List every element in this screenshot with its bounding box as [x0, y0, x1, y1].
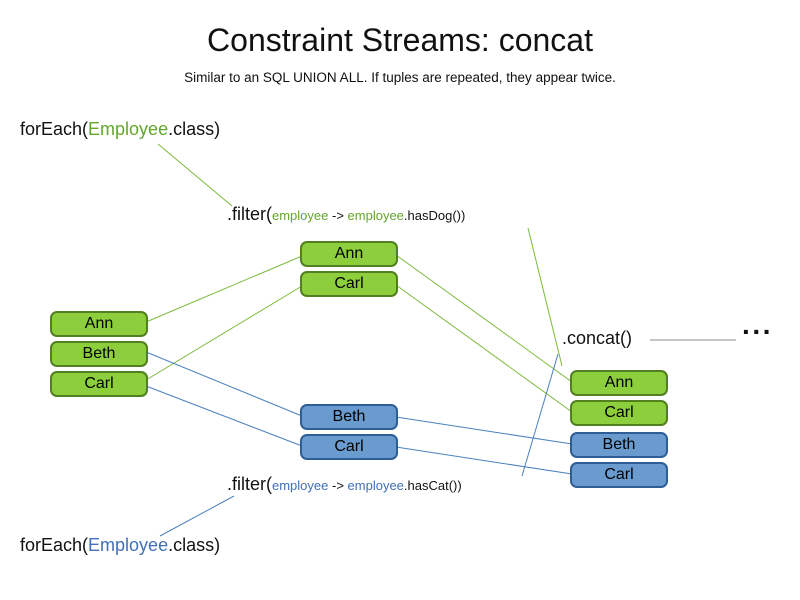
line-beth-to-cat-beth: [145, 351, 303, 417]
line-dog-carl-to-result: [395, 284, 573, 413]
result-box-carl-green: Carl: [570, 400, 668, 426]
dog-box-ann: Ann: [300, 241, 398, 267]
filter-dog-method: .filter(: [227, 204, 272, 224]
foreach-blue-suffix: .class): [168, 535, 221, 555]
foreach-green-label: forEach(Employee.class): [20, 119, 220, 140]
line-filter-dog-to-concat: [527, 227, 563, 367]
result-box-carl-blue: Carl: [570, 462, 668, 488]
filter-cat-rest: .hasCat()): [403, 478, 462, 493]
result-box-ann: Ann: [570, 370, 668, 396]
filter-cat-param2: employee: [347, 478, 404, 493]
filter-hasdog-label: .filter(employee -> employee.hasDog()): [227, 204, 465, 225]
cat-box-carl: Carl: [300, 434, 398, 460]
line-carl-to-cat-carl: [145, 385, 303, 447]
continuation-ellipsis: ···: [742, 316, 773, 347]
line-foreach-blue-to-filter-cat: [159, 495, 235, 537]
filter-cat-param: employee: [272, 478, 329, 493]
foreach-blue-label: forEach(Employee.class): [20, 535, 220, 556]
concat-label: .concat(): [562, 328, 633, 348]
line-carl-to-dog-carl: [145, 285, 303, 381]
line-dog-ann-to-result: [395, 254, 573, 383]
page-subtitle: Similar to an SQL UNION ALL. If tuples a…: [184, 70, 616, 85]
source-box-beth: Beth: [50, 341, 148, 367]
source-box-ann: Ann: [50, 311, 148, 337]
source-box-carl: Carl: [50, 371, 148, 397]
result-box-beth: Beth: [570, 432, 668, 458]
filter-cat-arrow: ->: [328, 478, 348, 493]
foreach-green-suffix: .class): [168, 119, 221, 139]
filter-dog-rest: .hasDog()): [403, 208, 466, 223]
filter-dog-param: employee: [272, 208, 329, 223]
filter-dog-arrow: ->: [328, 208, 348, 223]
filter-hascat-label: .filter(employee -> employee.hasCat()): [227, 474, 462, 495]
dog-box-carl: Carl: [300, 271, 398, 297]
line-filter-cat-to-concat: [521, 353, 559, 477]
filter-cat-method: .filter(: [227, 474, 272, 494]
line-cat-beth-to-result: [395, 416, 573, 445]
filter-dog-param2: employee: [347, 208, 404, 223]
line-cat-carl-to-result: [395, 446, 573, 475]
cat-box-beth: Beth: [300, 404, 398, 430]
foreach-green-classname: Employee: [88, 119, 169, 139]
page-title: Constraint Streams: concat: [207, 22, 593, 58]
foreach-blue-prefix: forEach(: [20, 535, 89, 555]
foreach-green-prefix: forEach(: [20, 119, 89, 139]
foreach-blue-classname: Employee: [88, 535, 169, 555]
line-ann-to-dog-ann: [145, 255, 303, 323]
line-foreach-green-to-filter-dog: [157, 143, 233, 207]
